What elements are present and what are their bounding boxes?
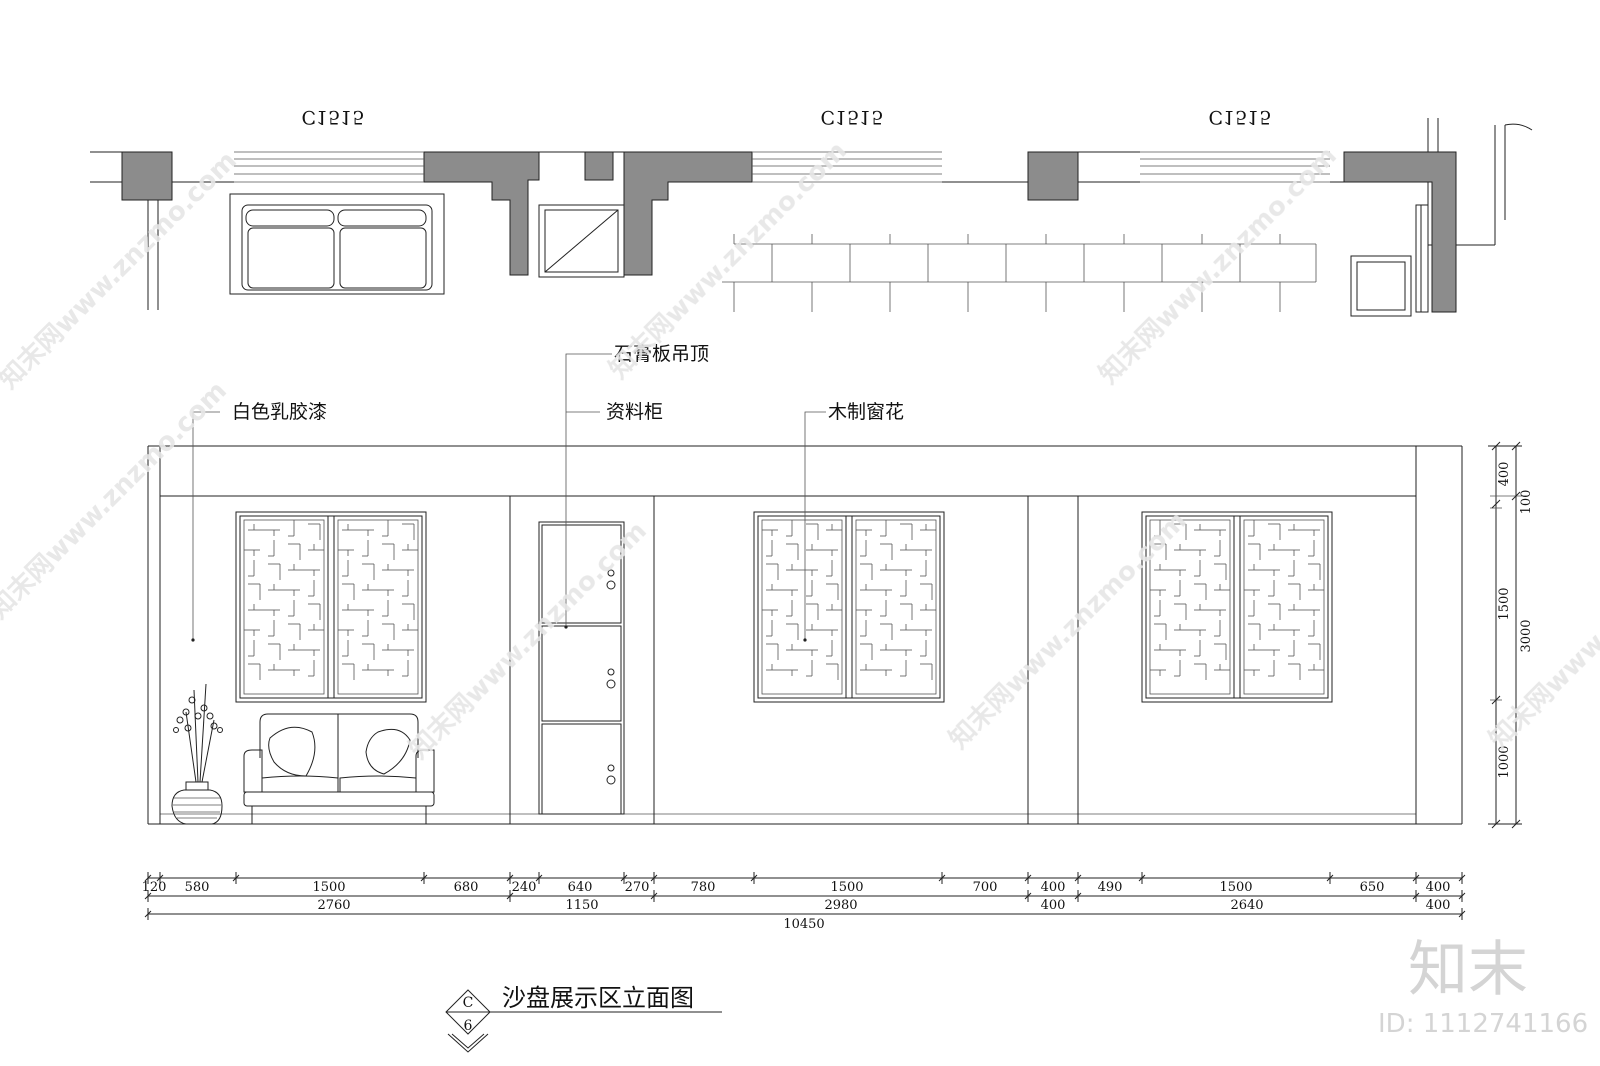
plan-wall-segment-2 — [423, 151, 540, 276]
cabinet-handle-2 — [606, 668, 616, 689]
plan-window-tag-3: C1515 — [1209, 106, 1272, 128]
dim-1500-a: 1500 — [312, 880, 345, 895]
watermark-text-3: 知末网www.znzmo.com — [1094, 141, 1343, 390]
plan-side-table — [1350, 255, 1412, 317]
ref-bottom: 6 — [464, 1018, 473, 1034]
dim-right-400: 400 — [1497, 462, 1512, 487]
dim-2640: 2640 — [1230, 898, 1263, 913]
cabinet-handle-3 — [606, 764, 616, 785]
dim-1500-b: 1500 — [830, 880, 863, 895]
file-cabinet — [538, 521, 625, 815]
dim-1500-c: 1500 — [1219, 880, 1252, 895]
title-block: C 6 沙盘展示区立面图 — [445, 984, 722, 1053]
plan-window-tag-1: C1515 — [302, 106, 365, 128]
dim-400-a: 400 — [1041, 880, 1066, 895]
dim-400-c: 400 — [1041, 898, 1066, 913]
plan-column-1 — [121, 151, 173, 201]
plan-model-table — [722, 234, 1317, 312]
lattice-window-1 — [235, 511, 427, 703]
dim-680: 680 — [454, 880, 479, 895]
dim-270: 270 — [625, 880, 650, 895]
cabinet-handle-1 — [606, 569, 616, 590]
dim-400-d: 400 — [1426, 898, 1451, 913]
plan-side-panel — [1415, 204, 1429, 313]
plan-window-1 — [172, 151, 424, 183]
dim-580: 580 — [185, 880, 210, 895]
plan-column-5 — [1027, 151, 1079, 201]
dim-1150: 1150 — [565, 898, 598, 913]
dim-120: 120 — [142, 880, 167, 895]
plant-vase — [171, 683, 223, 825]
ref-top: C — [463, 995, 474, 1011]
watermark-text-7: 知末网www.znzmo.com — [1484, 506, 1600, 755]
dim-total: 10450 — [783, 917, 824, 932]
callout-lattice: 木制窗花 — [828, 401, 904, 423]
plan-sofa — [229, 193, 445, 295]
dim-650: 650 — [1360, 880, 1385, 895]
dim-2760: 2760 — [317, 898, 350, 913]
dim-240: 240 — [512, 880, 537, 895]
callout-ceiling: 石膏板吊顶 — [614, 342, 709, 365]
dim-right-100: 100 — [1519, 490, 1534, 515]
dim-right-1500: 1500 — [1497, 587, 1512, 620]
dimensions-bottom: 120 580 1500 680 240 640 270 780 1500 70… — [142, 872, 1466, 932]
brand-logo: 知末 — [1408, 935, 1528, 1005]
dimensions-right: 400 1500 1000 100 3000 — [1488, 441, 1534, 829]
plan-window-tag-2: C1515 — [821, 106, 884, 128]
watermark-text-1: 知末网www.znzmo.com — [0, 146, 243, 395]
watermark-text-5: 知末网www.znzmo.com — [404, 516, 653, 765]
lattice-window-3 — [1141, 511, 1333, 703]
callout-cabinet: 资料柜 — [606, 401, 663, 423]
dim-700: 700 — [973, 880, 998, 895]
drawing-title: 沙盘展示区立面图 — [502, 984, 694, 1012]
watermark-text-6: 知末网www.znzmo.com — [944, 506, 1193, 755]
leader-lines — [191, 353, 826, 642]
callout-paint: 白色乳胶漆 — [232, 401, 327, 423]
dim-right-1000: 1000 — [1497, 745, 1512, 778]
dim-490: 490 — [1098, 880, 1123, 895]
watermark-text-4: 知末网www.znzmo.com — [0, 376, 233, 625]
dim-780: 780 — [691, 880, 716, 895]
floor-plan: C1515 C1515 C1515 — [90, 106, 1533, 317]
elevation: 石膏板吊顶 白色乳胶漆 资料柜 木制窗花 — [147, 342, 1463, 825]
plan-cabinet — [538, 204, 625, 278]
plan-window-3 — [1078, 151, 1344, 183]
lattice-window-2 — [753, 511, 945, 703]
dim-2980: 2980 — [824, 898, 857, 913]
dim-400-b: 400 — [1426, 880, 1451, 895]
plan-wall-segment-6 — [1343, 151, 1457, 313]
dim-640: 640 — [568, 880, 593, 895]
plan-window-2 — [752, 151, 1028, 183]
watermark-id: ID: 1112741166 — [1378, 1009, 1588, 1039]
sofa-elevation — [243, 713, 435, 824]
dim-right-3000: 3000 — [1519, 619, 1534, 652]
plan-column-3 — [584, 151, 614, 181]
plan-wall-segment-4 — [623, 151, 753, 276]
